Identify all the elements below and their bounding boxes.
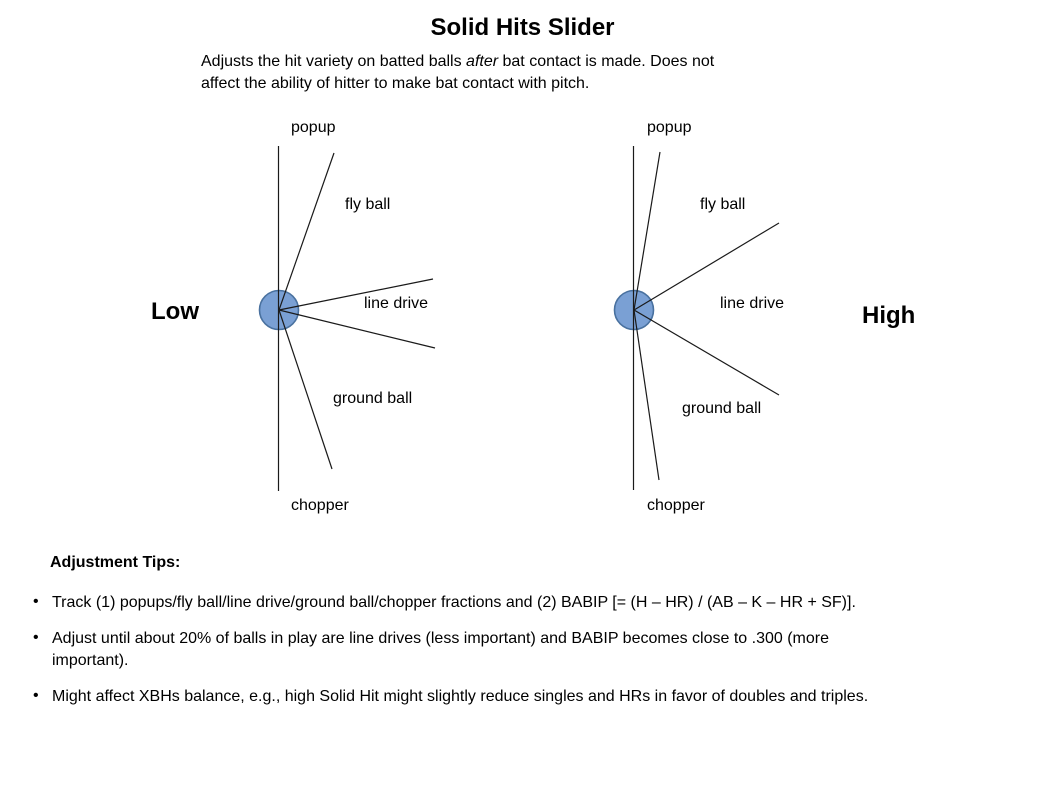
low-side-label: Low [151, 298, 199, 325]
high-line-drive-label: line drive [720, 295, 785, 312]
tip-track-fractions-text: Track (1) popups/fly ball/line drive/gro… [52, 594, 856, 611]
low-popup-label: popup [291, 119, 336, 136]
slide-description: Adjusts the hit variety on batted balls … [201, 51, 714, 95]
bullet-dot: • [33, 687, 39, 704]
high-popup-label: popup [647, 119, 692, 136]
high-popup-flyball-divider-line [633, 151, 661, 311]
adjustment-tips-heading: Adjustment Tips: [50, 554, 181, 571]
description-line-1: Adjusts the hit variety on batted balls … [201, 51, 714, 73]
low-linedrive-lower-line [278, 309, 436, 349]
low-popup-flyball-divider-line [278, 152, 335, 311]
description-text-post: bat contact is made. Does not [498, 53, 715, 70]
description-line-2: affect the ability of hitter to make bat… [201, 75, 590, 92]
bullet-dot: • [33, 629, 39, 646]
tip-xbh-balance-text: Might affect XBHs balance, e.g., high So… [52, 688, 869, 705]
adjustment-tips-list: • Track (1) popups/fly ball/line drive/g… [33, 592, 1043, 722]
tip-adjust-babip-text-line-2: important). [52, 652, 129, 669]
slide-title: Solid Hits Slider [430, 14, 615, 41]
description-text-pre: Adjusts the hit variety on batted balls [201, 53, 467, 70]
low-line-drive-label: line drive [364, 295, 429, 312]
high-side-label: High [862, 302, 916, 329]
bullet-dot: • [33, 593, 39, 610]
high-chopper-divider-line [633, 309, 660, 481]
low-chopper-label: chopper [291, 497, 349, 514]
list-item: • Might affect XBHs balance, e.g., high … [33, 686, 1043, 708]
high-fly-ball-label: fly ball [700, 196, 746, 213]
high-ground-ball-label: ground ball [682, 400, 762, 417]
high-contact-point-marker [613, 289, 655, 331]
low-ground-ball-label: ground ball [333, 390, 413, 407]
list-item: • Adjust until about 20% of balls in pla… [33, 628, 1043, 672]
low-chopper-divider-line [278, 309, 333, 470]
low-contact-point-marker [258, 289, 300, 331]
tip-adjust-babip-text-line-1: Adjust until about 20% of balls in play … [52, 630, 829, 647]
low-fly-ball-label: fly ball [345, 196, 391, 213]
description-italic-word: after [466, 53, 499, 70]
high-linedrive-lower-line [633, 309, 780, 396]
list-item: • Track (1) popups/fly ball/line drive/g… [33, 592, 1043, 614]
high-fan-diagram [613, 146, 780, 490]
high-chopper-label: chopper [647, 497, 705, 514]
